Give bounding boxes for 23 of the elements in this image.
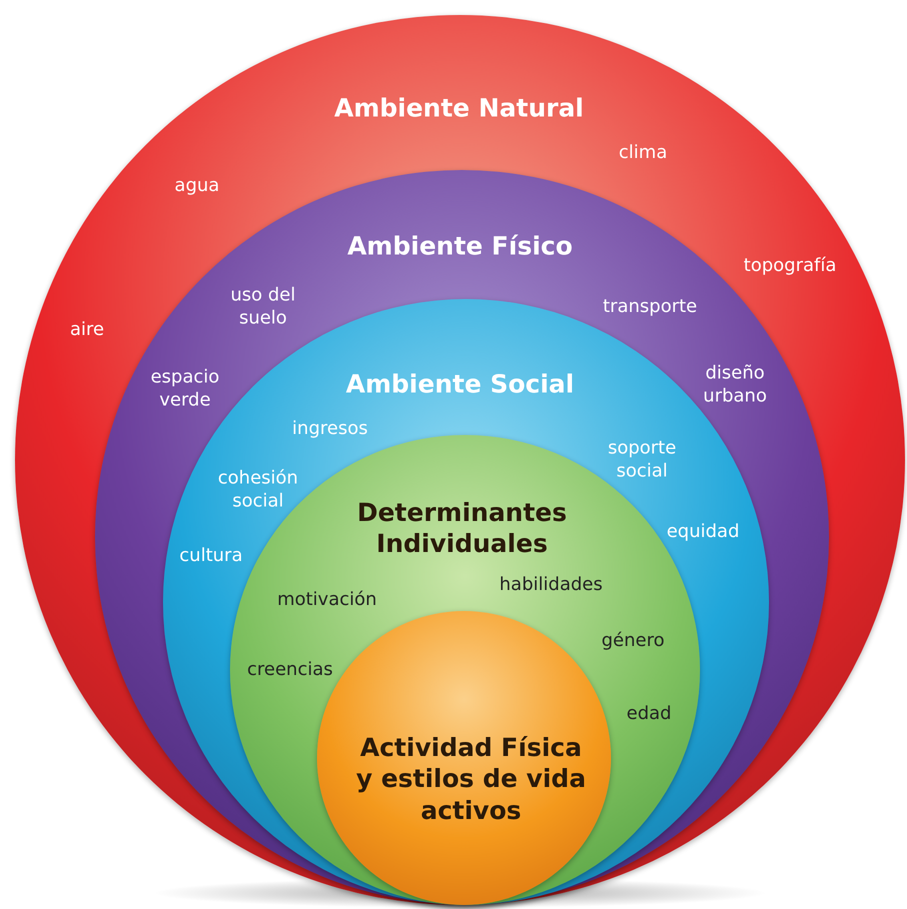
factor-label: transporte bbox=[602, 296, 698, 318]
ring-title: Determinantes Individuales bbox=[356, 496, 568, 560]
ring-title: Actividad Física y estilos de vida activos bbox=[355, 732, 587, 826]
ring-title: Ambiente Natural bbox=[333, 92, 585, 124]
factor-label: topografía bbox=[744, 254, 836, 278]
factor-label: género bbox=[602, 630, 664, 652]
ring-title: Ambiente Social bbox=[344, 368, 576, 400]
factor-label: espacio verde bbox=[150, 366, 220, 412]
factor-label: motivación bbox=[277, 588, 377, 612]
factor-label: agua bbox=[174, 174, 220, 198]
factor-label: creencias bbox=[247, 658, 333, 682]
factor-label: clima bbox=[618, 142, 668, 164]
factor-label: equidad bbox=[666, 520, 740, 544]
factor-label: diseño urbano bbox=[702, 362, 768, 408]
factor-label: cohesión social bbox=[216, 468, 300, 512]
factor-label: aire bbox=[70, 318, 104, 342]
factor-label: uso del suelo bbox=[229, 284, 297, 330]
factor-label: soporte social bbox=[606, 438, 678, 482]
factor-label: cultura bbox=[179, 544, 243, 568]
factor-label: edad bbox=[626, 702, 672, 726]
factor-label: ingresos bbox=[292, 418, 368, 440]
factor-label: habilidades bbox=[499, 574, 603, 596]
ring-title: Ambiente Físico bbox=[346, 230, 574, 262]
